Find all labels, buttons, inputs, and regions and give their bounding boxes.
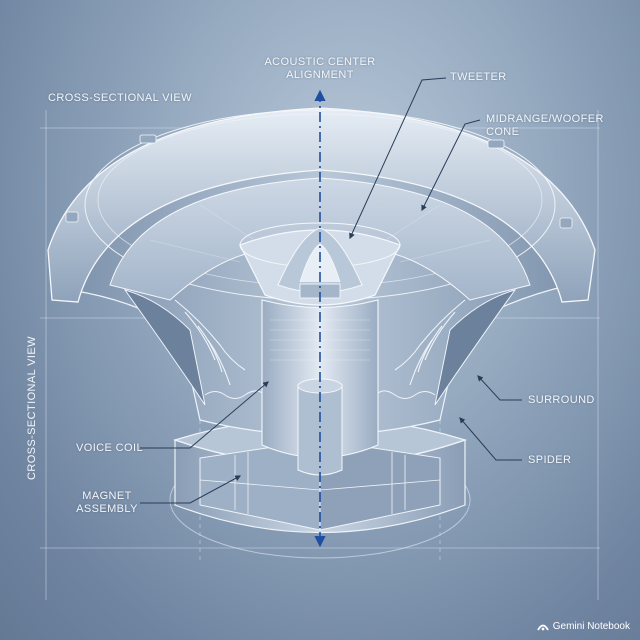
leader-tweeter — [349, 77, 447, 240]
acoustic-center-label-line2: ALIGNMENT — [286, 69, 354, 81]
rim — [47, 107, 596, 303]
voice-coil-label: VOICE COIL — [76, 442, 143, 454]
magnet-assembly-label-line1: MAGNET — [82, 490, 132, 502]
surround-label: SURROUND — [528, 394, 595, 406]
midrange-cone-label: MIDRANGE/WOOFER CONE — [486, 113, 604, 139]
spider-label: SPIDER — [528, 454, 572, 466]
leader-magnet — [140, 475, 242, 504]
tweeter-label: TWEETER — [450, 71, 507, 83]
leader-spider — [459, 417, 522, 461]
magnet-assembly-label: MAGNET ASSEMBLY — [72, 490, 142, 516]
brand-name: Gemini Notebook — [552, 620, 630, 632]
acoustic-center-label: ACOUSTIC CENTER ALIGNMENT — [262, 56, 378, 82]
leader-voice-coil — [140, 381, 269, 449]
cross-sectional-view-label-top: CROSS-SECTIONAL VIEW — [48, 92, 192, 104]
cross-sectional-view-label-side: CROSS-SECTIONAL VIEW — [26, 336, 38, 480]
leader-lines — [140, 77, 522, 504]
gemini-notebook-logo-icon — [536, 624, 549, 631]
acoustic-center-label-line1: ACOUSTIC CENTER — [264, 56, 376, 68]
surround-section — [174, 299, 466, 386]
midrange-cone-label-line1: MIDRANGE/WOOFER — [486, 113, 604, 125]
leader-midrange — [421, 119, 481, 212]
midrange-cone-label-line2: CONE — [486, 126, 520, 138]
spider — [204, 390, 436, 399]
brand-watermark: Gemini Notebook — [536, 620, 630, 632]
magnet-assembly-label-line2: ASSEMBLY — [76, 503, 138, 515]
leader-surround — [477, 375, 522, 401]
